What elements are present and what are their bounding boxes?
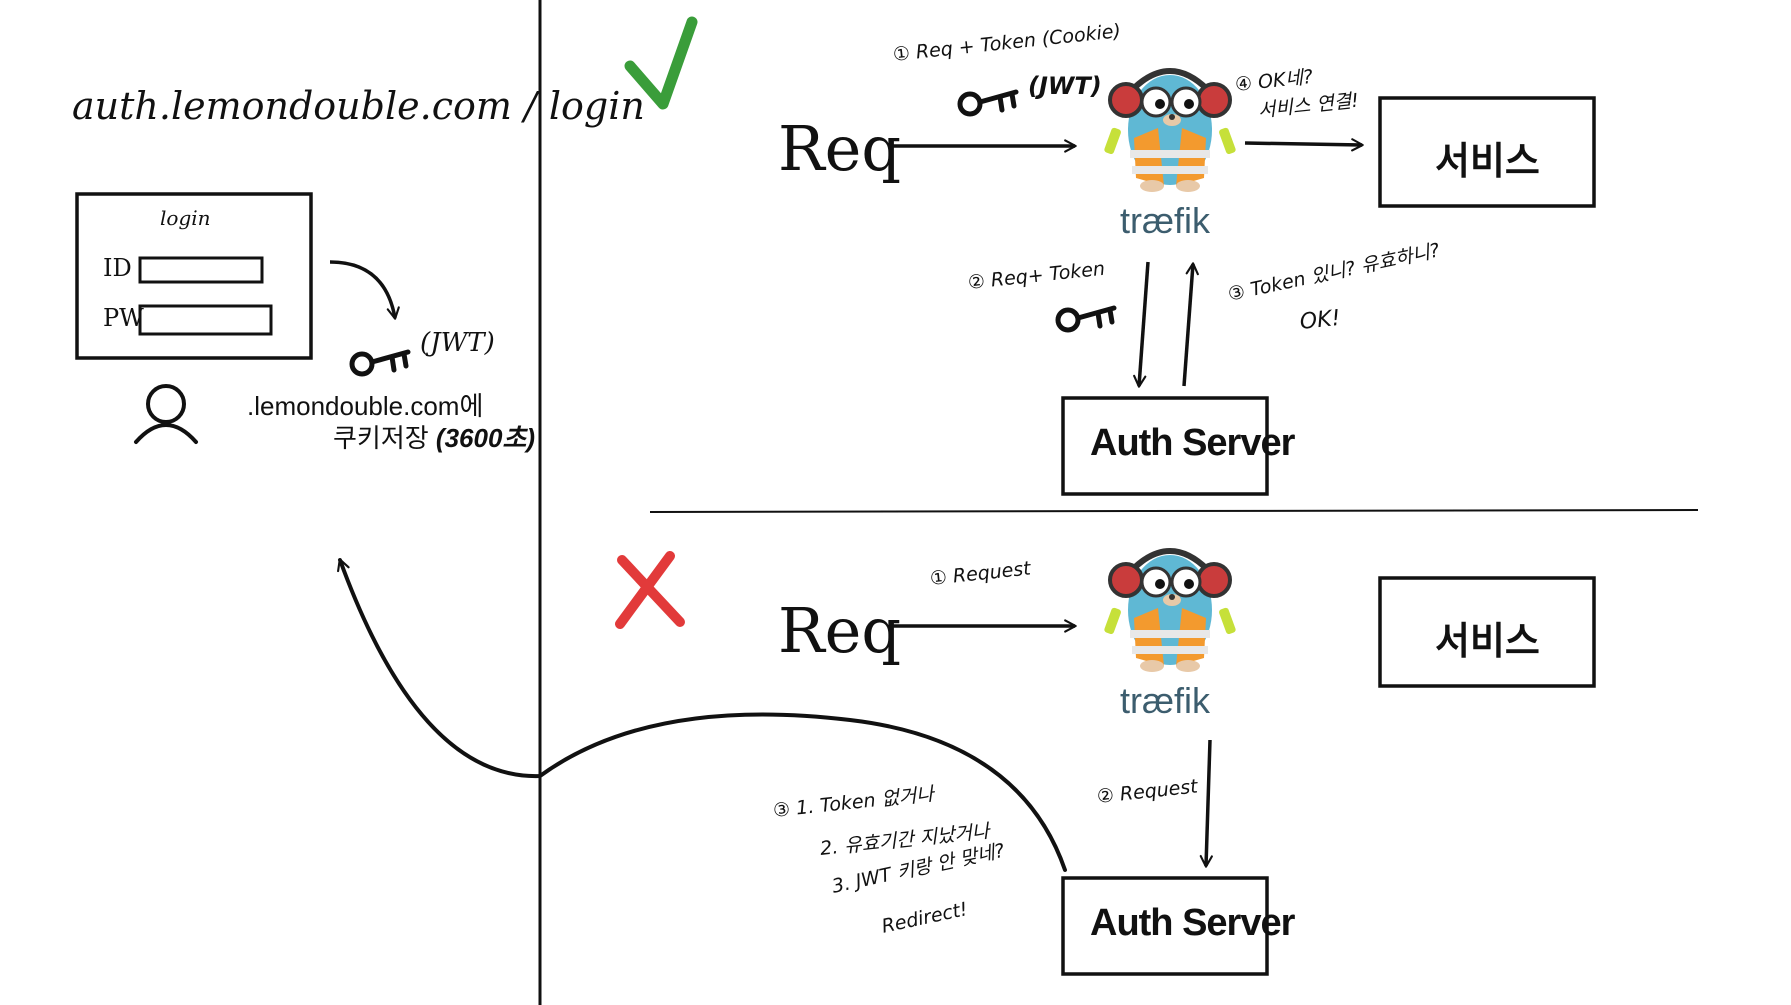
- step1-line2: (JWT): [1028, 72, 1102, 100]
- pw-label: PW: [103, 304, 144, 332]
- user-icon: [134, 384, 198, 444]
- auth-box-top: [1061, 396, 1269, 496]
- traefik-to-auth-arrow-bottom: [1199, 739, 1213, 868]
- jwt-label: (JWT): [420, 328, 495, 358]
- step3-line2: OK!: [1298, 305, 1342, 335]
- key-icon: [960, 92, 1016, 114]
- traefik-label-bottom: træfik: [1120, 680, 1210, 721]
- pw-input-box: [138, 304, 273, 336]
- check-icon: [624, 16, 698, 110]
- traefik-gopher-icon: [1104, 551, 1237, 672]
- redirect-arrow: [337, 558, 1067, 872]
- traefik-to-auth-arrow: [1133, 261, 1150, 388]
- key-icon: [352, 352, 408, 374]
- id-label: ID: [103, 254, 132, 282]
- login-url: auth.lemondouble.com / login: [72, 84, 645, 128]
- login-to-token-arrow: [329, 260, 400, 320]
- auth-box-bottom: [1061, 876, 1269, 976]
- cookie-note-line1: .lemondouble.com에: [247, 391, 484, 421]
- key-icon: [1058, 308, 1114, 330]
- id-input-box: [138, 256, 264, 284]
- service-box-bottom: [1378, 576, 1596, 688]
- login-title: login: [160, 206, 211, 230]
- auth-to-traefik-arrow: [1182, 262, 1199, 387]
- cookie-note-line2: 쿠키저장 (3600초): [333, 418, 535, 455]
- service-label-top: 서비스: [1435, 141, 1540, 183]
- cookie-note-prefix: 쿠키저장: [333, 423, 429, 453]
- horizontal-divider: [649, 509, 1699, 513]
- cookie-note-suffix: (3600초): [435, 423, 535, 453]
- service-label-bottom: 서비스: [1435, 621, 1540, 663]
- auth-label-top: Auth Server: [1090, 422, 1295, 464]
- traefik-label-top: træfik: [1120, 200, 1210, 241]
- service-box-top: [1378, 96, 1596, 208]
- login-box: [75, 192, 313, 360]
- cross-icon: [615, 551, 685, 629]
- auth-label-bottom: Auth Server: [1090, 902, 1295, 944]
- traefik-to-service-arrow: [1244, 138, 1364, 152]
- traefik-gopher-icon: [1104, 71, 1237, 192]
- req-label-top: Req: [778, 112, 902, 185]
- req-label-bottom: Req: [778, 594, 902, 667]
